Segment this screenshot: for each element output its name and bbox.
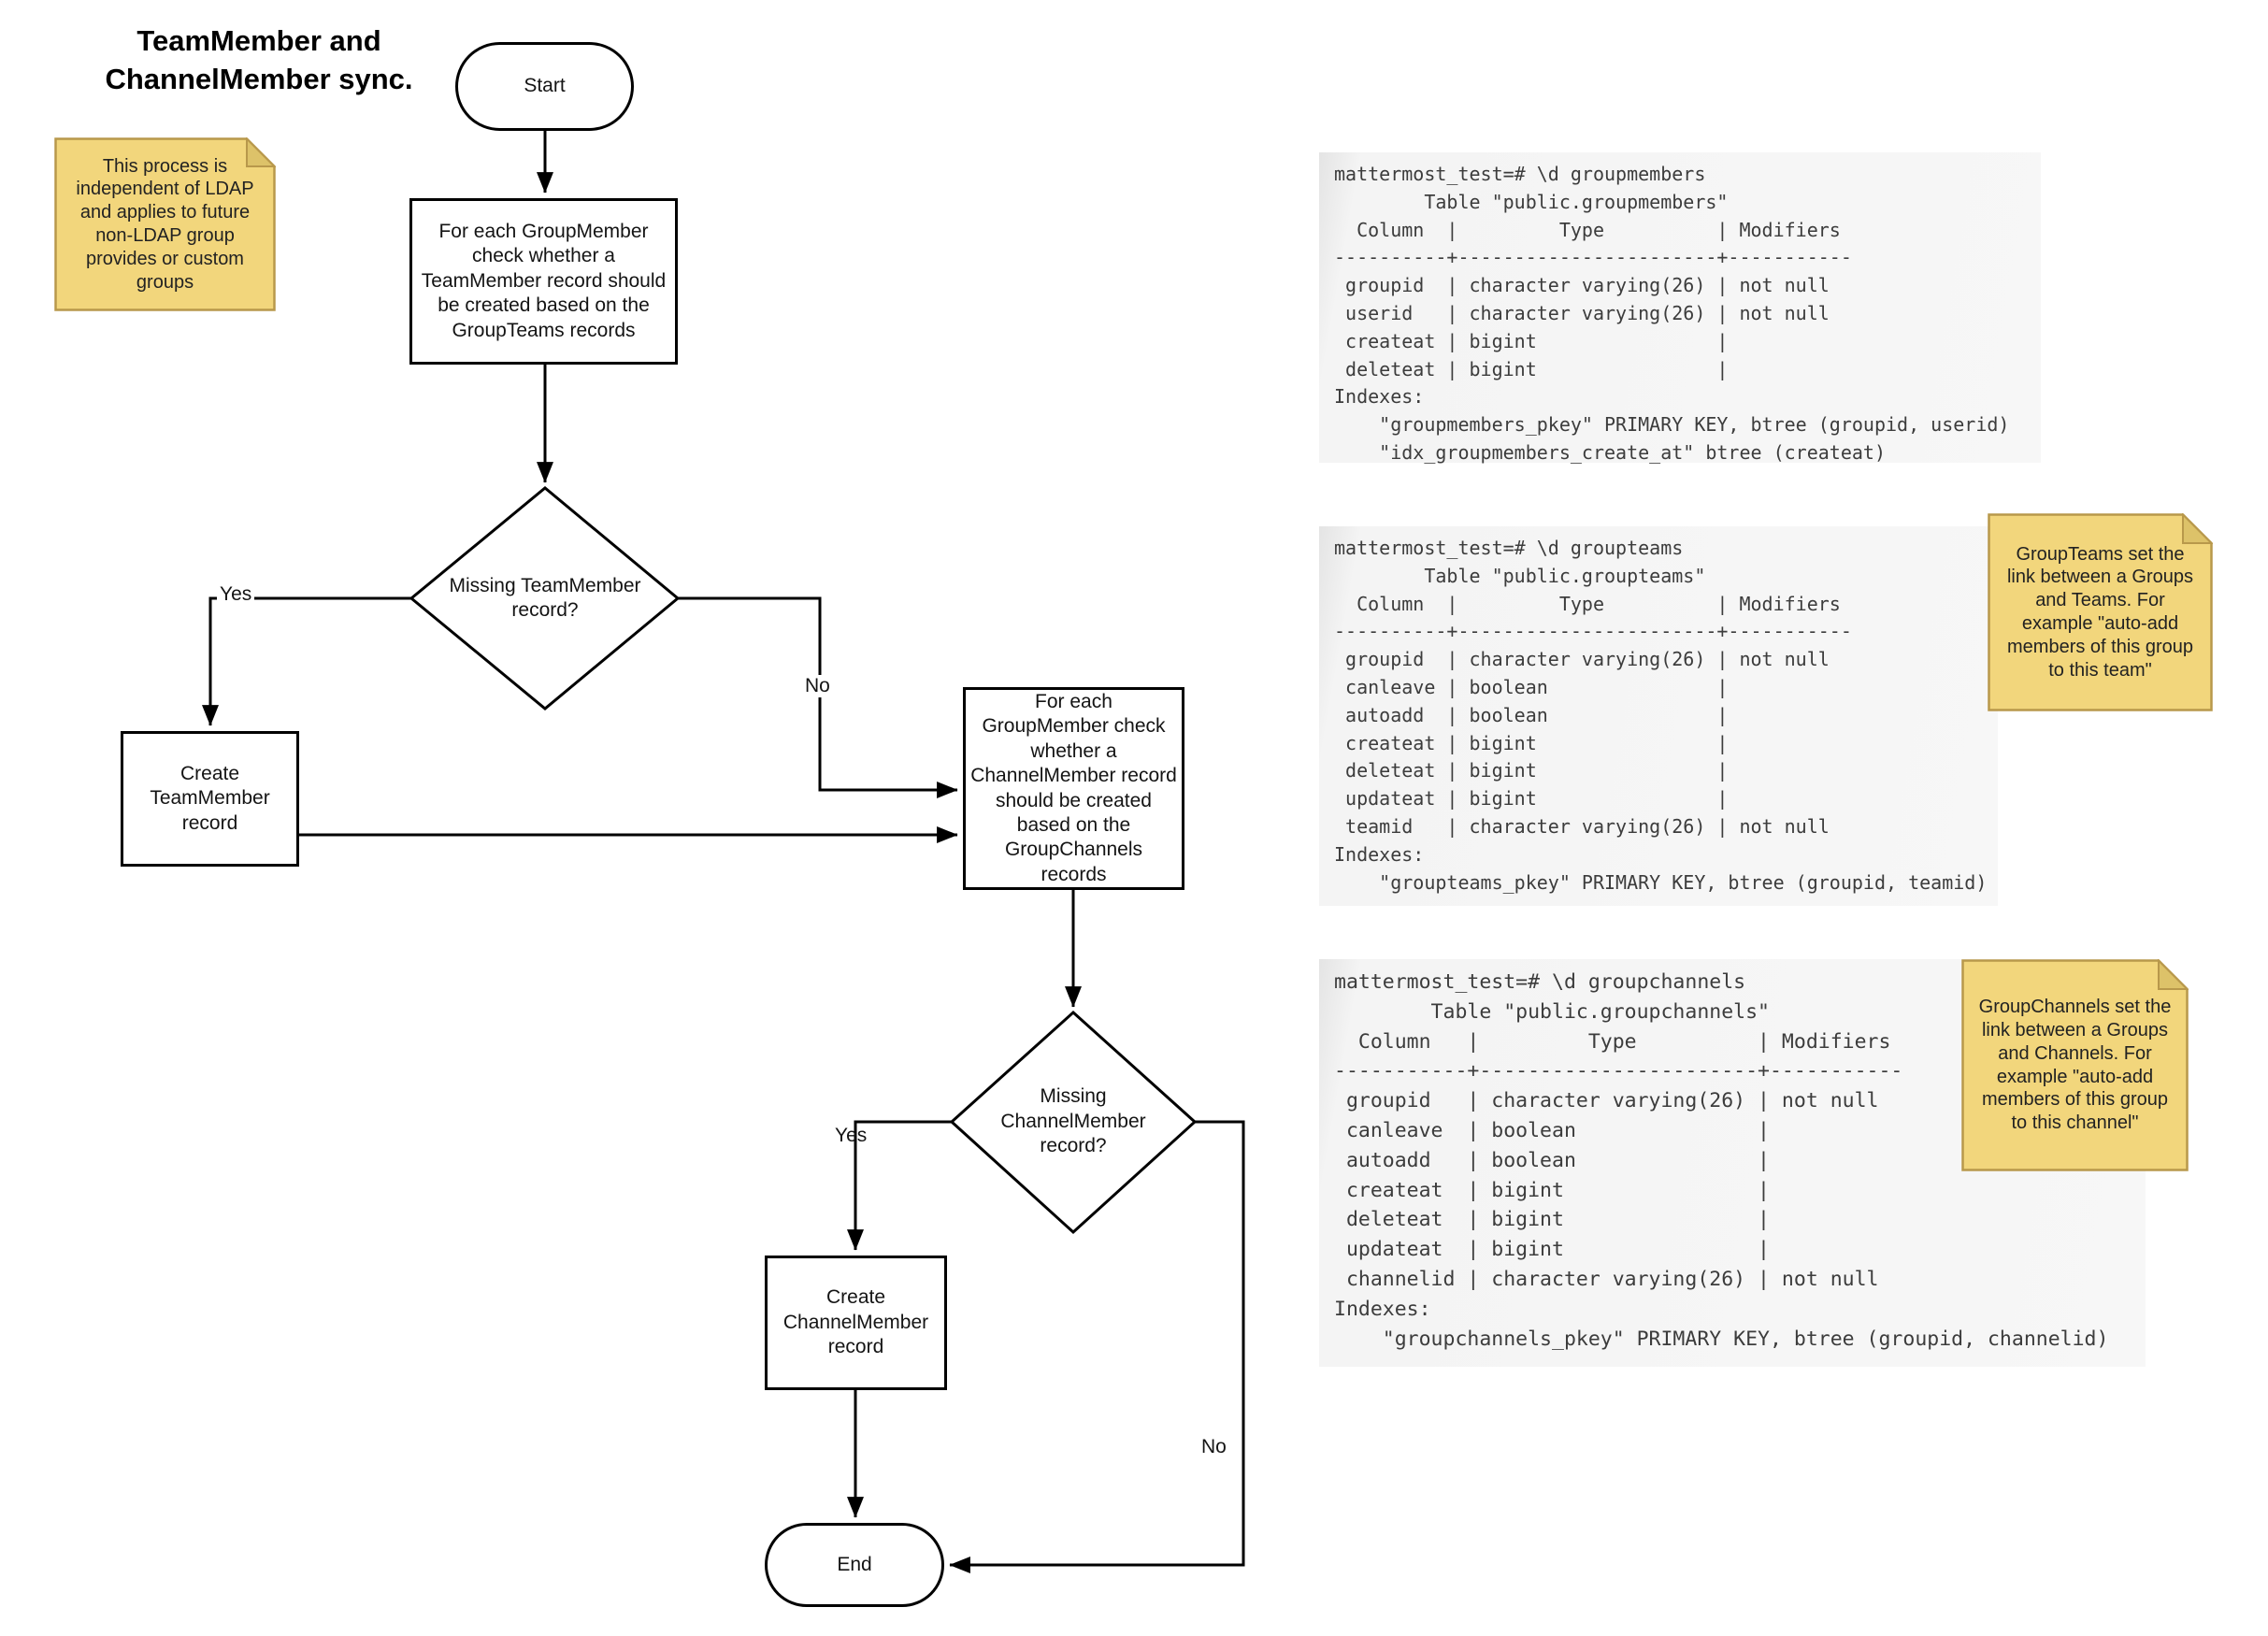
branch-label-no-channelmember: No [1201, 1436, 1227, 1457]
terminal-output-groupteams: mattermost_test=# \d groupteams Table "p… [1319, 526, 1998, 906]
diagram-title: TeamMember and ChannelMember sync. [105, 24, 413, 95]
process-check-teammember: For each GroupMember check whether a Tea… [409, 198, 678, 365]
connector-yes-to-create-teammember [202, 596, 411, 726]
end-terminator: End [765, 1523, 944, 1607]
decision-teammember-shape [409, 486, 681, 710]
decision-channelmember-shape [949, 1010, 1198, 1235]
branch-label-yes-teammember: Yes [217, 583, 255, 607]
start-terminator: Start [455, 42, 634, 131]
sticky-note-shape [1988, 513, 2213, 711]
sticky-note-groupteams: GroupTeams set the link between a Groups… [1988, 513, 2213, 711]
connector-no-to-end [949, 1120, 1245, 1573]
branch-label-yes-channelmember: Yes [835, 1125, 868, 1146]
process-create-channelmember: Create ChannelMember record [765, 1256, 947, 1390]
sticky-note-groupchannels: GroupChannels set the link between a Gro… [1961, 959, 2189, 1171]
sticky-note-shape [54, 137, 276, 311]
sticky-note-shape [1961, 959, 2189, 1171]
sticky-note-groupchannels-text: GroupChannels set the link between a Gro… [1978, 997, 2172, 1134]
process-check-channelmember: For each GroupMember check whether a Cha… [963, 687, 1184, 890]
sticky-note-ldap: This process is independent of LDAP and … [54, 137, 276, 311]
branch-label-no-teammember: No [802, 675, 833, 698]
process-create-teammember: Create TeamMember record [121, 731, 299, 867]
terminal-output-groupmembers-text: mattermost_test=# \d groupmembers Table … [1334, 163, 2010, 464]
terminal-output-groupteams-text: mattermost_test=# \d groupteams Table "p… [1334, 537, 1988, 894]
sticky-note-groupteams-text: GroupTeams set the link between a Groups… [2006, 543, 2193, 681]
decision-channelmember-label: Missing ChannelMember record? [1000, 1085, 1146, 1157]
terminal-output-groupchannels-text: mattermost_test=# \d groupchannels Table… [1334, 970, 2109, 1351]
connector-yes-to-create-channelmember [847, 1120, 952, 1251]
decision-teammember-label: Missing TeamMember record? [449, 574, 641, 621]
sticky-note-ldap-text: This process is independent of LDAP and … [76, 155, 254, 293]
terminal-output-groupmembers: mattermost_test=# \d groupmembers Table … [1319, 152, 2041, 464]
